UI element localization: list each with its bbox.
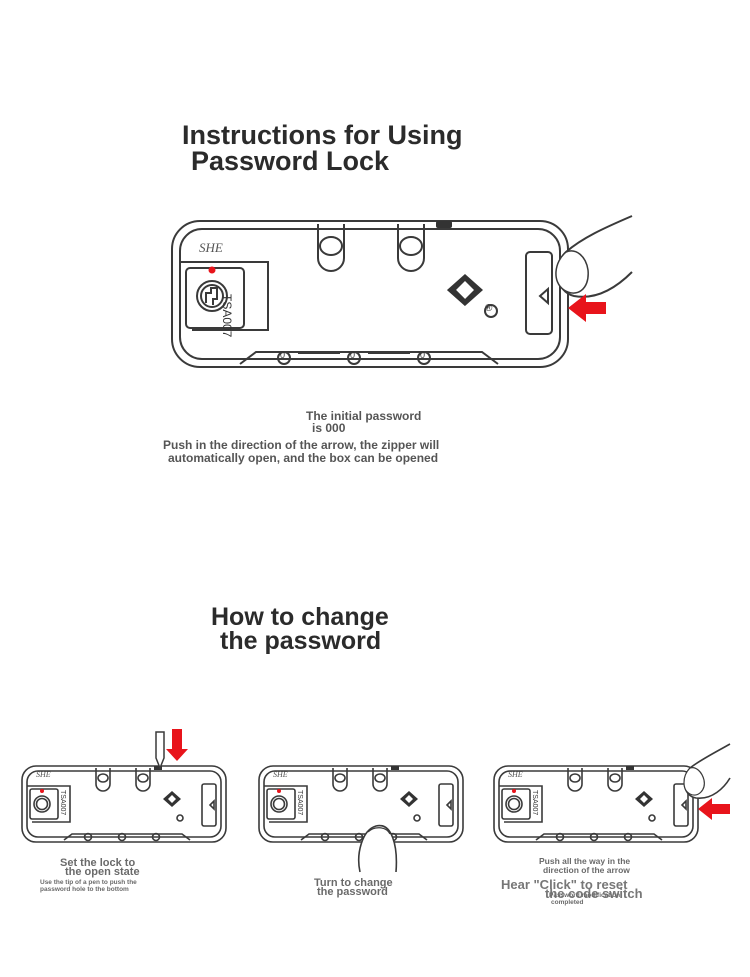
push-instruction-line2: automatically open, and the box can be o… xyxy=(168,451,439,465)
section1-title-line2: Password Lock xyxy=(191,146,390,176)
dial-digit-1: 0 xyxy=(280,350,286,360)
initial-password-line1: The initial password xyxy=(306,409,422,423)
dial-digit-2: 0 xyxy=(350,350,356,360)
step3-top-line2: direction of the arrow xyxy=(543,865,630,875)
step1-lock-model: TSA007 xyxy=(59,790,66,816)
step1-note-line2: password hole to the bottom xyxy=(40,886,129,893)
step3-main-line1: Hear "Click" to reset xyxy=(501,877,628,892)
step3-lock-brand: SHE xyxy=(508,770,523,779)
step3-main-line2: the code switch xyxy=(545,886,643,901)
step1-caption-line1: Set the lock to xyxy=(60,857,136,869)
dial-digit-3: 0 xyxy=(420,350,426,360)
step2-lock-model: TSA007 xyxy=(296,790,303,816)
main-lock-registered: ® xyxy=(485,303,493,314)
section1-title-line1: Instructions for Using xyxy=(182,120,463,150)
section2-title-line2: the password xyxy=(220,627,382,655)
step3-small-line2: completed xyxy=(551,899,584,906)
initial-password-line2: is 000 xyxy=(312,421,346,435)
step2-lock-brand: SHE xyxy=(273,770,288,779)
step1-caption-line2: the open state xyxy=(65,866,140,878)
section2-title-line1: How to change xyxy=(211,603,389,631)
step3-top-line1: Push all the way in the xyxy=(539,856,631,866)
step2-caption-line2: the password xyxy=(317,886,388,898)
main-lock-brand: SHE xyxy=(199,240,223,255)
push-instruction-line1: Push in the direction of the arrow, the … xyxy=(163,438,440,452)
step1-note-line1: Use the tip of a pen to push the xyxy=(40,879,137,886)
step3-small-line1: Password modification xyxy=(549,892,621,899)
step2-caption-line1: Turn to change xyxy=(314,877,393,889)
step1-lock-brand: SHE xyxy=(36,770,51,779)
step3-lock-model: TSA007 xyxy=(531,790,538,816)
